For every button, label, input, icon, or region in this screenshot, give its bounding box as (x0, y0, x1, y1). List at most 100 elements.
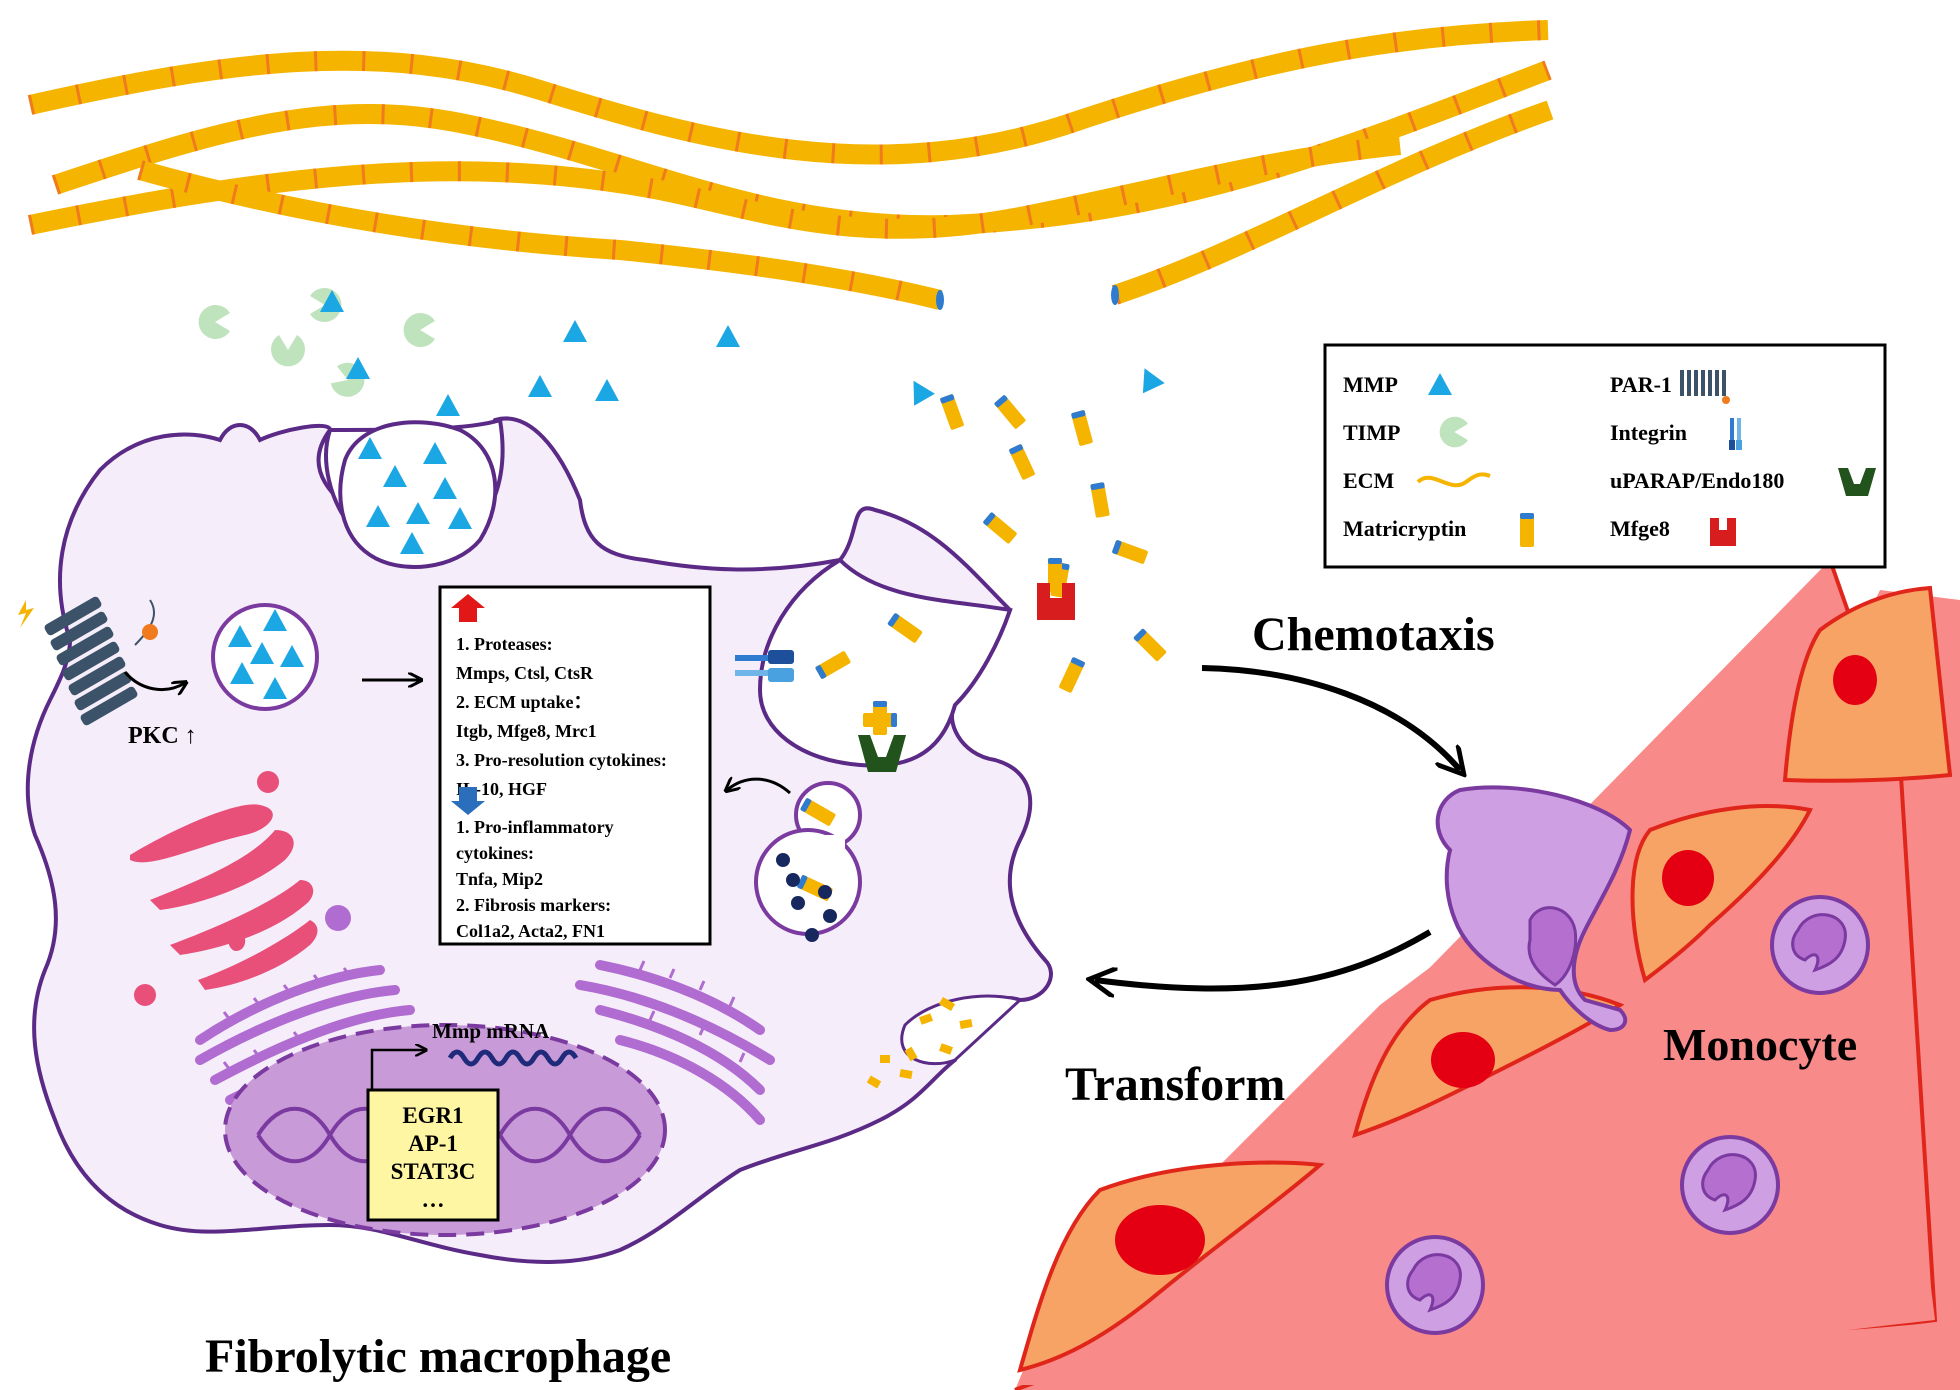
lysosome-dot (776, 853, 790, 867)
mmp-icon (716, 325, 740, 347)
matricryptin-icon (873, 701, 887, 735)
matricryptin-icon (1058, 656, 1086, 694)
matricryptin-icon (939, 393, 965, 431)
list-line: STAT3C (391, 1159, 476, 1184)
list-line: 1. Proteases: (456, 634, 553, 654)
dna-helix-icon (256, 1106, 642, 1164)
transcription-factor-box (366, 1088, 500, 1222)
matricryptin-icon (1008, 443, 1036, 481)
mmp-mrna-label: Mmp mRNA (432, 1019, 550, 1043)
lightning-icon (18, 600, 34, 628)
endothelial-cell (1782, 585, 1953, 783)
transcription-arrow (370, 1050, 425, 1090)
mmp-icon (528, 375, 552, 397)
down-arrow-icon (451, 787, 485, 815)
ecm-fiber-icon (1416, 472, 1491, 488)
transcription-factor-list: EGR1AP-1STAT3C… (391, 1103, 476, 1212)
endothelial-cell (1352, 985, 1625, 1139)
vesicle-purple (325, 905, 351, 931)
ecm-fiber-1 (27, 20, 1549, 165)
list-line: EGR1 (402, 1103, 463, 1128)
timp-icon (271, 335, 305, 367)
circulating-monocytes (1385, 895, 1870, 1335)
matricryptin-icon (993, 394, 1027, 430)
legend-label: uPARAP/Endo180 (1610, 468, 1784, 493)
extracellular-mmps (320, 290, 1165, 416)
chemotaxis-label: Chemotaxis (1252, 608, 1495, 661)
fiber-cut-end-left (936, 290, 944, 310)
legend-label: ECM (1343, 468, 1395, 493)
list-line: 2. Fibrosis markers: (456, 895, 611, 915)
legend: MMP TIMP ECM Matricryptin PAR-1 Integrin… (1323, 343, 1887, 569)
par1-to-vesicle-arrow (123, 671, 185, 690)
er-ribosomes (222, 960, 746, 1071)
pkc-label: PKC ↑ (128, 723, 197, 749)
list-line: IL-10, HGF (456, 779, 547, 799)
timp-icon (198, 305, 230, 339)
list-line: Itgb, Mfge8, Mrc1 (456, 721, 597, 741)
figure-title: Fibrolytic macrophage (205, 1330, 671, 1383)
lysosome-dot (818, 885, 832, 899)
golgi-apparatus (130, 771, 318, 1006)
mmp-storage-vesicle (211, 603, 319, 711)
endothelial-nucleus (1115, 1205, 1205, 1275)
extracellular-timps (198, 288, 435, 402)
list-line: 2. ECM uptake： (456, 692, 592, 712)
timp-icon (403, 313, 435, 347)
endothelial-cell (1630, 804, 1813, 984)
lysosome-dot (805, 928, 819, 942)
monocyte-cell (1770, 895, 1870, 995)
matricryptin-icon (1070, 409, 1094, 447)
chemotaxis-arrow (1201, 665, 1460, 770)
transform-arrow (1095, 929, 1432, 989)
uparap-endo180-icon (1838, 468, 1876, 496)
par1-ligand-dot (142, 624, 158, 640)
list-line: 1. Pro-inflammatory (456, 817, 614, 837)
endothelial-cells (1017, 585, 1953, 1373)
list-line: 3. Pro-resolution cytokines: (456, 750, 667, 770)
mmp-icon (436, 394, 460, 416)
mmp-secretory-vesicle (338, 420, 498, 569)
list-line: cytokines: (456, 843, 534, 863)
list-line: Tnfa, Mip2 (456, 869, 543, 889)
integrin-receptor (735, 650, 794, 682)
ecm-uptake-endosome (754, 781, 862, 942)
list-line: Col1a2, Acta2, FN1 (456, 921, 605, 941)
legend-label: Mfge8 (1610, 516, 1670, 541)
matricryptin-icon (1520, 513, 1534, 547)
matricryptin-icon (1090, 482, 1110, 518)
endothelial-nucleus (1431, 1032, 1495, 1088)
timp-icon (328, 358, 370, 402)
integrin-icon (1729, 418, 1742, 450)
legend-label: TIMP (1343, 420, 1400, 445)
endothelial-cell (1017, 1160, 1325, 1373)
lysosome-dot (791, 896, 805, 910)
endothelial-nucleus (1662, 850, 1714, 906)
exocytosed-fragments (866, 997, 973, 1089)
legend-label: Matricryptin (1343, 516, 1466, 541)
list-line: … (422, 1187, 445, 1212)
ecm-fiber-3 (27, 135, 1402, 239)
mmp-icon (563, 320, 587, 342)
mfge8-icon (1710, 518, 1736, 546)
mmp-mrna-icon (447, 1049, 579, 1067)
par1-receptor-icon (1680, 370, 1730, 404)
monocyte-label: Monocyte (1663, 1019, 1857, 1070)
ecm-fibers (27, 20, 1554, 310)
endothelial-nucleus (1833, 655, 1877, 705)
mmp-icon (903, 374, 935, 406)
lysosome-dot (786, 873, 800, 887)
matricryptin-icon (982, 511, 1018, 545)
matricryptin-icon (1133, 628, 1167, 662)
matricryptin-icon (1111, 539, 1149, 565)
legend-label: Integrin (1610, 420, 1687, 445)
mmp-icon (595, 379, 619, 401)
mfge8-molecule (1037, 558, 1075, 620)
par1-receptor (18, 596, 158, 726)
legend-label: PAR-1 (1610, 372, 1672, 397)
legend-label: MMP (1343, 372, 1398, 397)
